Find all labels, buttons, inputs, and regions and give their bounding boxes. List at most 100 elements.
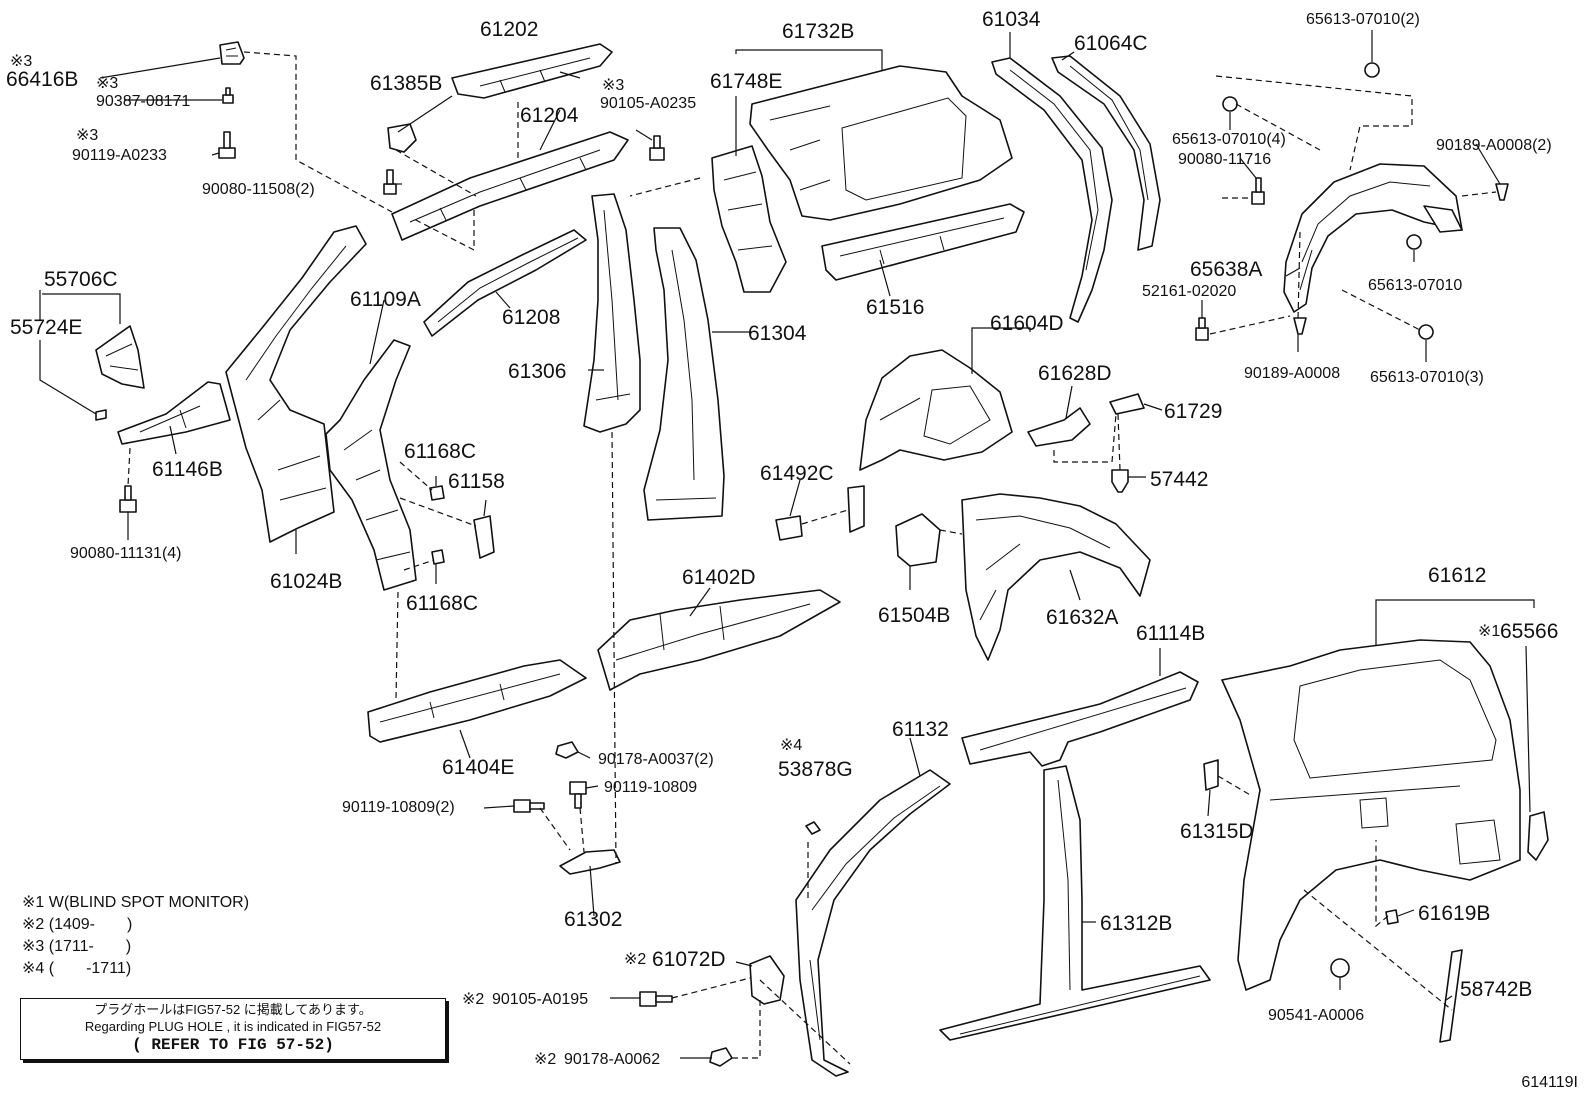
part-61492C	[775, 485, 865, 541]
label-61385B: 61385B	[370, 72, 442, 95]
label-61204: 61204	[520, 104, 579, 127]
label-66416B: 66416B	[6, 68, 78, 91]
clip-65613-3	[1418, 324, 1434, 340]
bolt-90119-10809	[569, 781, 587, 809]
label-90105-A0235: 90105-A0235	[600, 95, 696, 112]
clip-65613	[1406, 234, 1422, 250]
legend-item-3: ※3 (1711- )	[22, 938, 132, 955]
part-61402D	[597, 589, 841, 691]
bolt-90080-11716	[1251, 177, 1265, 205]
label-61114B: 61114B	[1136, 622, 1205, 645]
label-61202: 61202	[480, 18, 538, 41]
label-61146B: 61146B	[152, 458, 223, 481]
label-61619B: 61619B	[1418, 902, 1490, 925]
part-61304	[643, 227, 725, 521]
label-90080-11131: 90080-11131(4)	[70, 545, 182, 562]
label-90189-2: 90189-A0008(2)	[1436, 137, 1552, 154]
mark-1: ※1	[1478, 623, 1500, 640]
label-55724E: 55724E	[10, 316, 82, 339]
mark-2-b: ※2	[462, 991, 484, 1008]
label-57442: 57442	[1150, 468, 1208, 491]
mark-3-a: ※3	[10, 53, 32, 70]
part-61109A	[325, 339, 417, 591]
label-61729: 61729	[1164, 400, 1222, 423]
clip-65613-4	[1222, 96, 1238, 112]
legend-item-4: ※4 ( -1711)	[22, 960, 132, 977]
label-90541: 90541-A0006	[1268, 1007, 1364, 1024]
part-65638A	[1283, 163, 1463, 313]
part-61302	[559, 849, 621, 875]
part-61204	[391, 131, 629, 241]
part-61612	[1221, 639, 1521, 991]
nut-90541	[1330, 958, 1350, 978]
mark-3-c: ※3	[76, 127, 98, 144]
part-61064C	[1051, 55, 1161, 251]
part-61632A	[961, 493, 1151, 661]
bolt-90387	[222, 87, 234, 104]
label-61024B: 61024B	[270, 570, 342, 593]
nut-61168C-a	[429, 485, 445, 501]
part-61504B	[895, 513, 941, 567]
part-61132	[795, 769, 951, 1077]
part-61729	[1109, 393, 1145, 415]
label-61208: 61208	[502, 306, 560, 329]
mark-4: ※4	[780, 737, 802, 754]
label-61034: 61034	[982, 8, 1041, 31]
label-61168C-b: 61168C	[406, 592, 478, 615]
label-90189: 90189-A0008	[1244, 365, 1340, 382]
notice-english: Regarding PLUG HOLE , it is indicated in…	[84, 1019, 382, 1034]
part-61604D	[859, 349, 1013, 471]
label-90080-11716: 90080-11716	[1178, 151, 1271, 168]
bolt-90119-10809-2	[513, 799, 545, 813]
assembly-lines	[127, 51, 1497, 1065]
label-61302: 61302	[564, 908, 622, 931]
label-61612: 61612	[1428, 564, 1486, 587]
label-61732B: 61732B	[782, 20, 854, 43]
label-61132: 61132	[892, 718, 949, 741]
part-61404E	[367, 659, 587, 743]
mark-2-c: ※2	[534, 1051, 556, 1068]
part-53878G	[805, 821, 821, 835]
bolt-90080-11508	[383, 169, 397, 195]
label-90119-A0233: 90119-A0233	[72, 147, 167, 164]
mark-3-b: ※3	[96, 75, 118, 92]
part-61146B	[117, 381, 231, 445]
label-61748E: 61748E	[710, 70, 782, 93]
label-58742B: 58742B	[1460, 978, 1532, 1001]
part-61748E	[711, 145, 787, 293]
part-61202	[451, 43, 613, 99]
label-61604D: 61604D	[990, 312, 1064, 335]
clip-65613-2	[1364, 62, 1380, 78]
mark-2-a: ※2	[624, 951, 646, 968]
nut-90178-A0062	[709, 1047, 733, 1067]
part-55706C	[95, 325, 145, 389]
label-61109A: 61109A	[350, 288, 421, 311]
label-61072D: 61072D	[652, 948, 726, 971]
label-61158: 61158	[448, 470, 505, 493]
part-61315D	[1203, 759, 1219, 791]
part-61312B	[939, 765, 1211, 1041]
part-66416B	[219, 41, 245, 65]
label-53878G: 53878G	[778, 758, 853, 781]
label-61304: 61304	[748, 322, 807, 345]
nut-61168C-b	[431, 549, 445, 565]
label-61315D: 61315D	[1180, 820, 1254, 843]
bolt-90080-11131	[119, 485, 137, 513]
label-65613-2: 65613-07010(2)	[1306, 11, 1420, 28]
label-61306: 61306	[508, 360, 566, 383]
callout-labels: ※3 66416B ※3 90387-08171 ※3 90119-A0233 …	[6, 8, 1558, 1068]
part-61732B	[749, 65, 1013, 221]
part-61619B	[1385, 909, 1399, 925]
label-61312B: 61312B	[1100, 912, 1172, 935]
legend: ※1 W(BLIND SPOT MONITOR) ※2 (1409- ) ※3 …	[22, 892, 322, 980]
part-61158	[473, 515, 495, 559]
part-61034	[991, 57, 1113, 323]
label-65613-4: 65613-07010(4)	[1172, 131, 1286, 148]
legend-item-2: ※2 (1409- )	[22, 916, 133, 933]
part-65566	[1527, 811, 1549, 861]
label-61064C: 61064C	[1074, 32, 1148, 55]
mark-3-d: ※3	[602, 77, 624, 94]
label-90119-10809-2: 90119-10809(2)	[342, 799, 455, 816]
part-61024B	[225, 225, 367, 543]
